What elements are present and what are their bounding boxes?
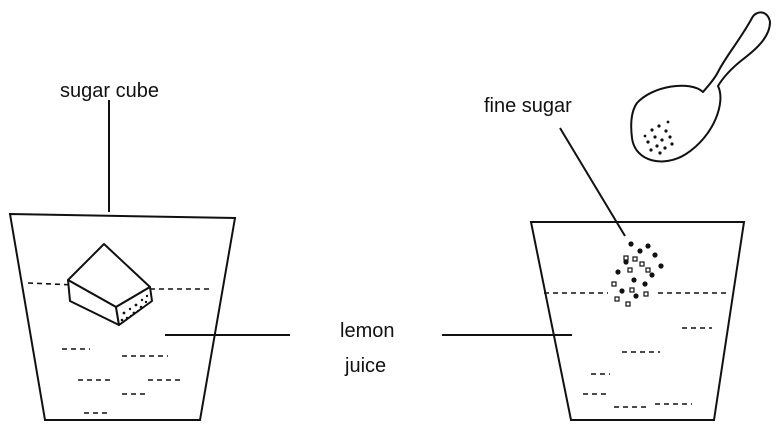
fine-sugar-leader-line — [559, 127, 626, 237]
sugar-cube-label: sugar cube — [60, 80, 159, 102]
right-cup-outline — [529, 221, 746, 421]
fine-sugar-label: fine sugar — [484, 95, 572, 117]
left-cup-liquid-surface — [27, 282, 210, 290]
lemon-juice-label-line1: lemon — [340, 320, 394, 342]
left-cup-outline — [8, 212, 237, 421]
right-cup-liquid-marks — [583, 327, 712, 408]
left-cup-liquid-marks — [62, 348, 180, 414]
sugar-cube-front-face — [115, 286, 153, 326]
fine-sugar-granules — [611, 241, 664, 307]
spoon-outline — [630, 11, 771, 163]
sugar-cube — [67, 243, 153, 326]
left-cup — [8, 212, 237, 421]
spoon-sugar-grains — [643, 120, 674, 155]
right-cup — [529, 221, 746, 421]
spoon — [630, 11, 771, 163]
sugar-cube-dissolving-texture — [120, 294, 149, 322]
lemon-juice-label-line2: juice — [344, 355, 386, 377]
